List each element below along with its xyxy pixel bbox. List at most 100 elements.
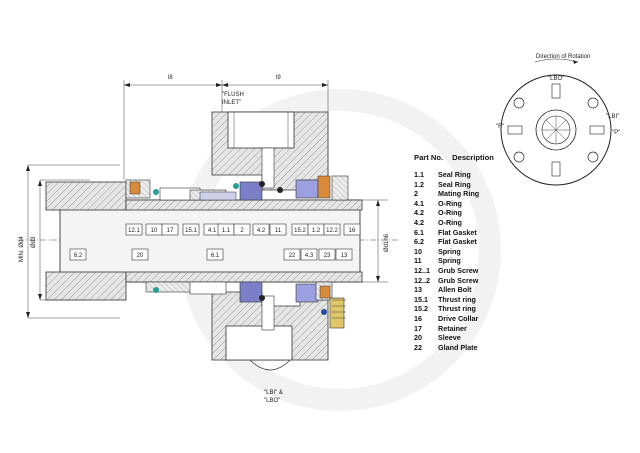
part-description: Sleeve (438, 333, 461, 343)
balloon-label: 15.1 (185, 228, 197, 234)
balloon-label: 11 (275, 228, 282, 234)
part-description: O-Ring (438, 208, 462, 218)
balloon-box (343, 223, 361, 236)
balloon-label: 17 (167, 228, 174, 234)
balloon-label: 22 (289, 253, 296, 259)
gland-plate (211, 111, 329, 371)
mark-f: "F" (496, 124, 504, 130)
dimension-od3: Ød3 (31, 236, 37, 248)
part-description: Spring (438, 256, 461, 266)
part-number: 22 (414, 342, 422, 352)
part-description: Grub Screw (438, 275, 479, 285)
mark-lbi: "LBI" (606, 114, 619, 120)
balloon-box (323, 223, 341, 236)
parts-list-row: 4.2 O-Ring (414, 218, 494, 228)
callout-lbi-lbo: "LBI" & "LBO" (264, 390, 283, 404)
balloon-label: 23 (324, 253, 331, 259)
lbi-lbo-line1: "LBI" & (264, 390, 283, 396)
part-number: 17 (414, 323, 422, 333)
mark-p: "P" (612, 130, 620, 136)
seal-components-upper (125, 175, 349, 201)
balloon-label: 20 (137, 253, 144, 259)
part-description: Thrust ring (438, 294, 476, 304)
part-description: Flat Gasket (438, 237, 477, 247)
part-number: 6.2 (414, 237, 424, 247)
part-number: 4.2 (414, 217, 424, 227)
balloon-label: 15.2 (294, 228, 306, 234)
part-number: 1.1 (414, 170, 424, 179)
part-description: Retainer (438, 323, 467, 333)
dimension-l9: l9 (276, 75, 281, 81)
rotation-caption: Direction of Rotation (536, 54, 590, 60)
part-description: Spring (438, 246, 461, 256)
balloon-box (182, 223, 200, 236)
balloon-box (206, 248, 224, 261)
part-number: 6.1 (414, 227, 424, 237)
balloon-box (318, 248, 336, 261)
balloon-box (283, 248, 301, 261)
lbi-lbo-line2: "LBO" (264, 398, 280, 404)
parts-list-row: 2 Mating Ring (414, 189, 494, 199)
parts-list-row: 16 Drive Collar (414, 314, 494, 324)
parts-list-row: 12..1 Grub Screw (414, 266, 494, 276)
part-description: Grub Screw (438, 265, 479, 275)
parts-header-no: Part No. (414, 153, 444, 162)
part-number: 10 (414, 246, 422, 256)
parts-list-row: 6.1 Flat Gasket (414, 228, 494, 238)
callout-flush-inlet: "FLUSH INLET" (222, 92, 244, 106)
shaft-sleeve (45, 181, 363, 301)
parts-list-row: 17 Retainer (414, 324, 494, 334)
parts-list-row: 4.2 O-Ring (414, 208, 494, 218)
balloon-label: 12.1 (128, 228, 140, 234)
part-number: 15.2 (414, 304, 428, 314)
mark-lbo: "LBO" (548, 76, 564, 82)
balloon-label: 4.2 (257, 228, 266, 234)
balloon-box (161, 223, 179, 236)
balloon-box (69, 248, 87, 261)
balloon-label: 1.2 (312, 228, 321, 234)
parts-list-row: 10 Spring (414, 247, 494, 257)
part-description: Flat Gasket (438, 227, 477, 237)
part-number: 16 (414, 313, 422, 323)
dimension-min-od4: MIN. Ød4 (19, 236, 25, 262)
dimension-right: Ød1h6 (360, 199, 390, 283)
balloon-box (252, 223, 270, 236)
dimension-l8: l8 (168, 75, 173, 81)
part-number: 1.2 (414, 179, 424, 189)
part-description: Gland Plate (438, 342, 478, 352)
part-description: O-Ring (438, 217, 462, 227)
part-number: 12..1 (414, 265, 430, 275)
part-number: 2 (414, 189, 418, 199)
balloon-label: 12.2 (326, 228, 338, 234)
end-view: Direction of Rotation "LBO" "F" "LBI" "P… (496, 54, 620, 186)
balloon-box (335, 248, 353, 261)
balloon-box (233, 223, 251, 236)
part-number: 13 (414, 285, 422, 295)
parts-list-header: Part No. Description (414, 153, 494, 162)
part-description: Seal Ring (438, 179, 471, 189)
flush-inlet-line2: INLET" (222, 100, 241, 106)
part-description: Mating Ring (438, 189, 480, 199)
part-number: 20 (414, 333, 422, 343)
part-number: 4.2 (414, 208, 424, 218)
balloon-label: 4.1 (208, 228, 217, 234)
part-description: Drive Collar (438, 313, 479, 323)
parts-list-row: 22 Gland Plate (414, 343, 494, 353)
balloon-label: 2 (240, 228, 244, 234)
balloon-label: 16 (349, 228, 356, 234)
balloon-label: 4.3 (305, 253, 314, 259)
balloon-label: 6.1 (211, 253, 220, 259)
part-number: 4.1 (414, 198, 424, 208)
balloon-box (300, 248, 318, 261)
